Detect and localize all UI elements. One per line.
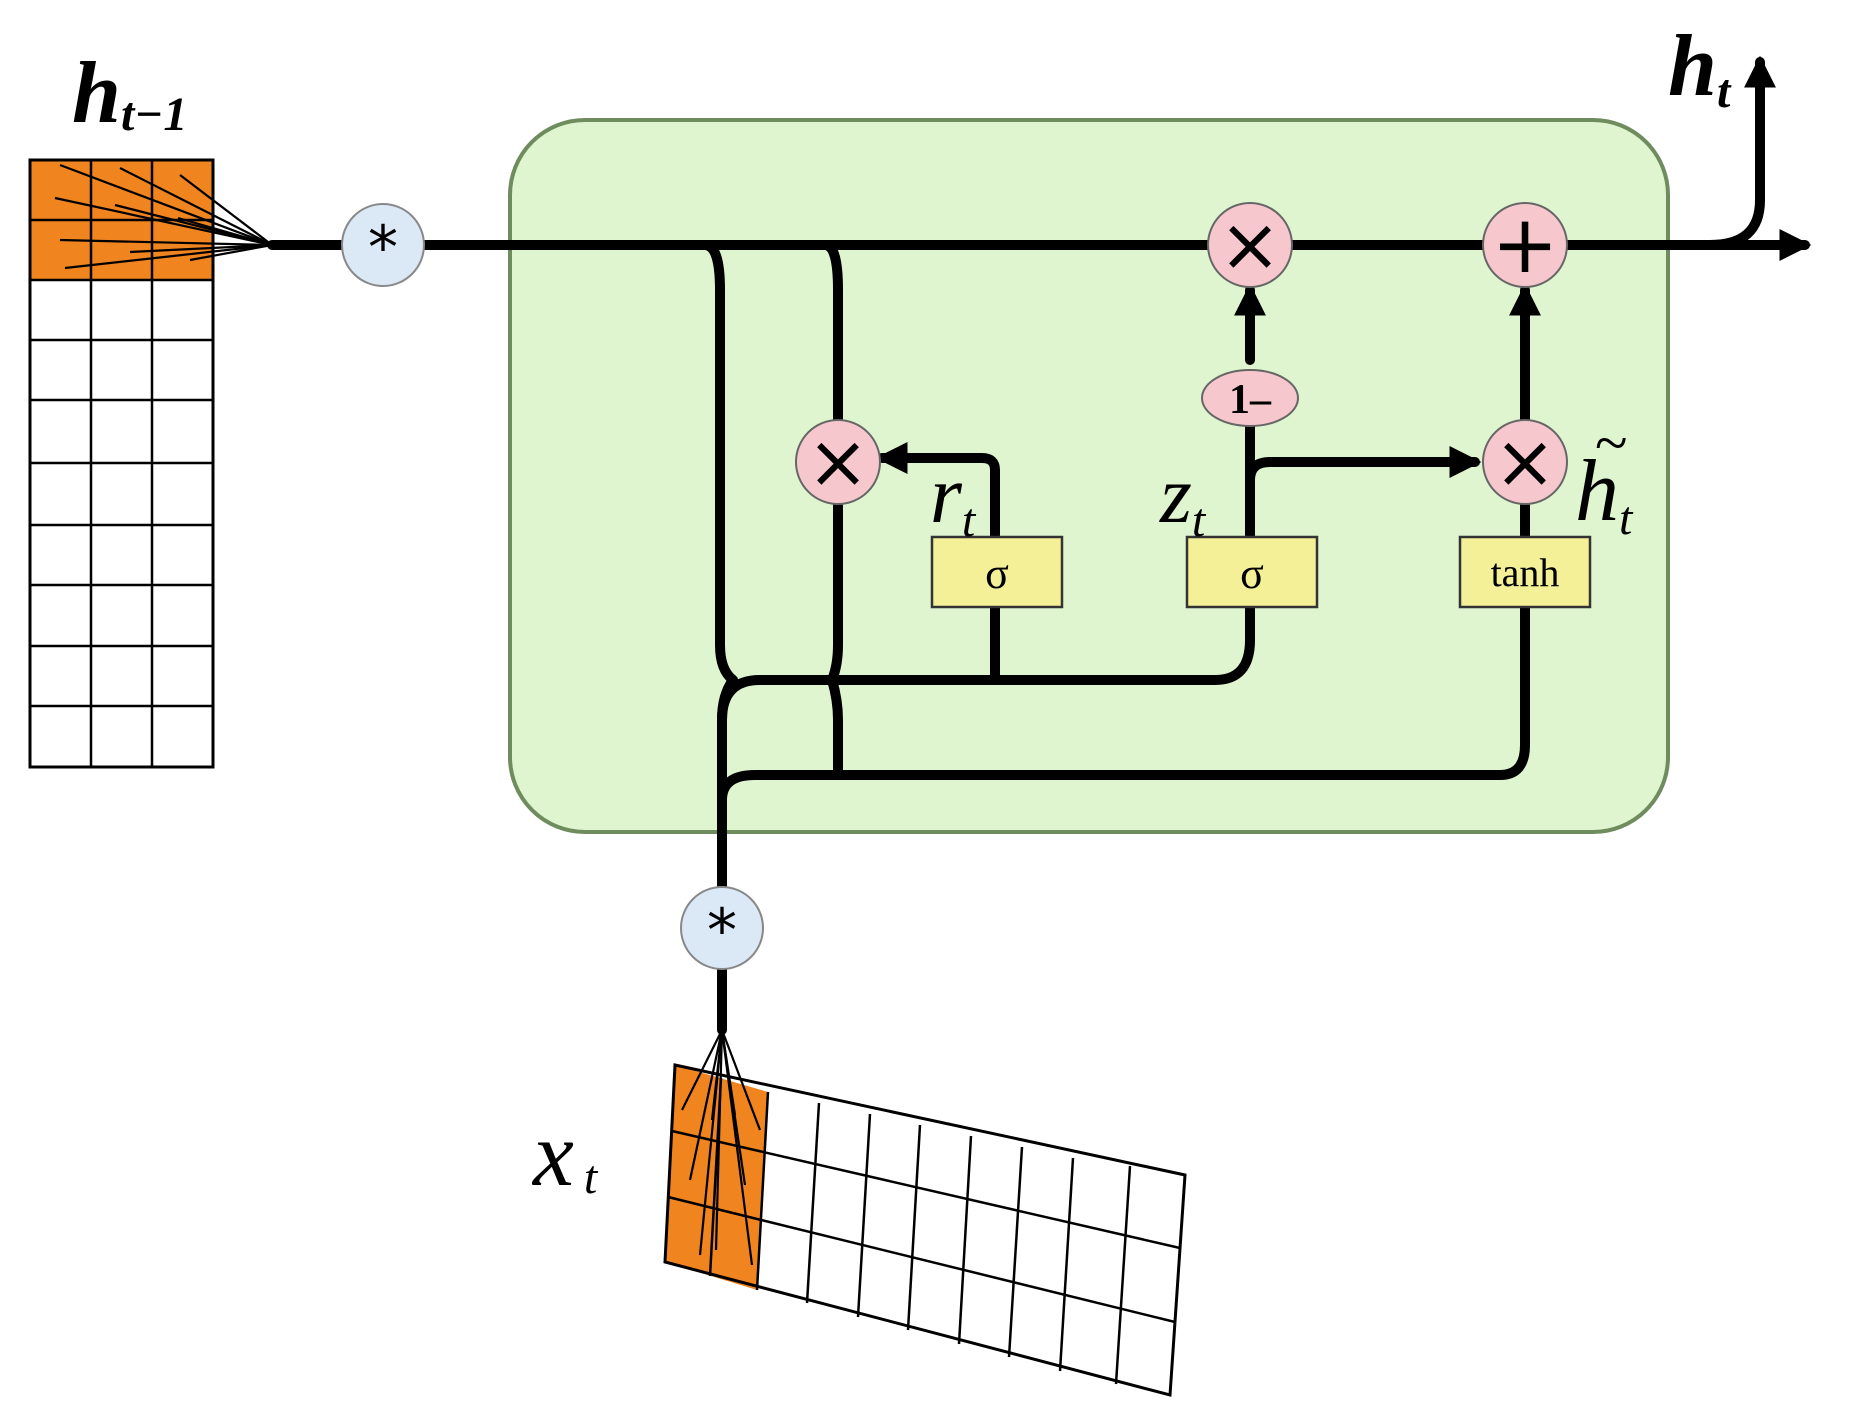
h-out-label: ht xyxy=(1668,18,1732,118)
x-input-fan xyxy=(681,1029,762,1266)
conv-symbol-input: * xyxy=(707,896,737,966)
update-gate: σ xyxy=(1185,535,1319,609)
one-minus-symbol: 1– xyxy=(1229,377,1272,423)
x-input-grid xyxy=(663,1063,1187,1397)
h-tilde-label: ht xyxy=(1575,443,1634,545)
add-op: + xyxy=(1482,198,1568,291)
multiply-symbol: × xyxy=(1494,419,1556,505)
h-prev-label: ht−1 xyxy=(72,45,187,142)
candidate-gate-label: tanh xyxy=(1491,550,1560,595)
candidate-gate: tanh xyxy=(1458,535,1592,609)
r-label: rt xyxy=(930,449,977,547)
gru-cell xyxy=(508,118,1670,834)
multiply-op-reset: × xyxy=(795,419,881,505)
update-gate-label: σ xyxy=(1240,549,1264,598)
multiply-symbol: × xyxy=(807,419,869,505)
conv-op-input: * xyxy=(680,886,764,970)
multiply-symbol: × xyxy=(1219,202,1281,288)
wires xyxy=(267,55,1812,1035)
multiply-op-candidate: × xyxy=(1482,419,1568,505)
reset-gate-label: σ xyxy=(985,549,1009,598)
z-label: zt xyxy=(1159,449,1207,547)
h-prev-fan xyxy=(54,163,273,270)
h-tilde-mark: ~ xyxy=(1595,410,1627,476)
one-minus-op: 1– xyxy=(1201,369,1299,427)
conv-op-hidden: * xyxy=(341,203,425,287)
add-symbol: + xyxy=(1491,198,1558,291)
h-prev-grid xyxy=(28,158,215,769)
multiply-op-update: × xyxy=(1207,202,1293,288)
conv-symbol-hidden: * xyxy=(368,213,398,283)
reset-gate: σ xyxy=(930,535,1064,609)
